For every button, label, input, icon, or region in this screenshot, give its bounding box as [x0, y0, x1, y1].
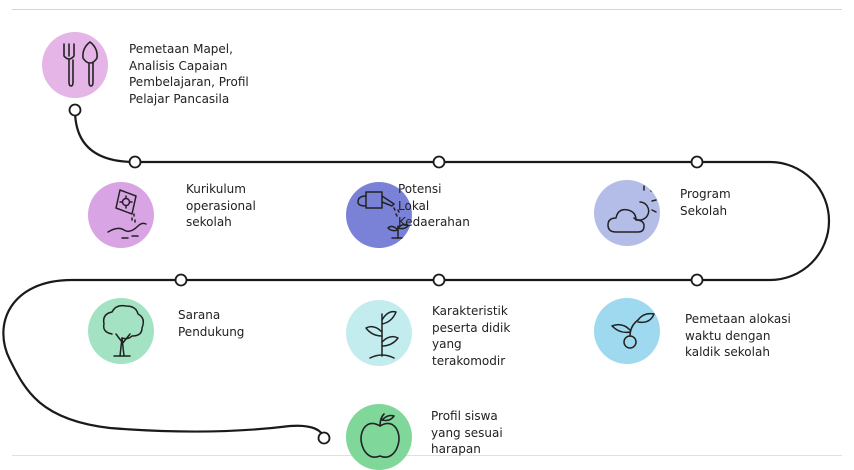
- timeline-node: [317, 431, 331, 445]
- seedling-icon: [594, 298, 660, 364]
- timeline-node: [174, 273, 188, 287]
- timeline-node: [128, 155, 142, 169]
- timeline-node: [690, 155, 704, 169]
- watering-can-icon: [346, 182, 412, 248]
- plant-sprout-icon: [346, 300, 412, 366]
- step-label: Potensi Lokal Kedaerahan: [398, 182, 470, 229]
- sun-cloud-icon: [594, 180, 660, 246]
- step-label: Pemetaan Mapel, Analisis Capaian Pembela…: [129, 42, 249, 106]
- step-label: Pemetaan alokasi waktu dengan kaldik sek…: [685, 312, 791, 359]
- bottom-divider: [12, 455, 842, 456]
- timeline-node: [432, 273, 446, 287]
- step-label: Sarana Pendukung: [178, 308, 245, 339]
- fork-and-trowel-icon: [42, 32, 108, 98]
- step-label: Program Sekolah: [680, 187, 731, 218]
- step-label: Karakteristik peserta didik yang terakom…: [432, 304, 511, 368]
- timeline-node: [68, 103, 82, 117]
- tree-icon: [88, 298, 154, 364]
- timeline-node: [432, 155, 446, 169]
- step-label: Kurikulum operasional sekolah: [186, 182, 256, 229]
- step-label: Profil siswa yang sesuai harapan: [431, 409, 503, 456]
- apple-icon: [346, 404, 412, 470]
- seed-packet-icon: [88, 182, 154, 248]
- timeline-node: [690, 273, 704, 287]
- top-divider: [12, 9, 842, 10]
